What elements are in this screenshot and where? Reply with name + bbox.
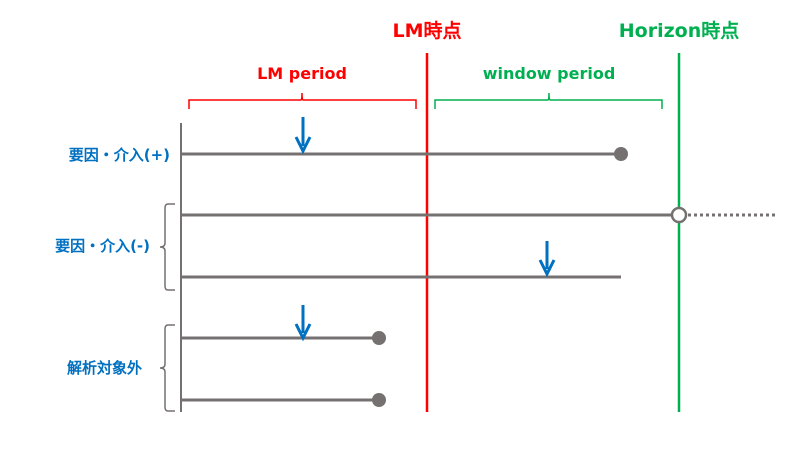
lm-period-brace: [188, 92, 417, 109]
window-period-brace: [434, 92, 663, 109]
event-dot: [372, 331, 386, 345]
group-label-negative: 要因・介入(-): [55, 237, 150, 255]
event-dot: [372, 393, 386, 407]
intervention-arrow-icon: [538, 241, 556, 278]
window-period-label: window period: [483, 64, 616, 83]
horizon-point-title: Horizon時点: [619, 20, 739, 42]
lm-point-title: LM時点: [392, 20, 461, 42]
group-label-positive: 要因・介入(+): [69, 146, 170, 164]
negative-group-brace: [159, 203, 175, 291]
event-dot: [614, 147, 628, 161]
group-label-excluded: 解析対象外: [67, 359, 142, 377]
censored-circle: [670, 206, 688, 224]
excluded-group-brace: [159, 324, 175, 412]
intervention-arrow-icon: [294, 305, 312, 342]
lm-period-label: LM period: [257, 64, 347, 83]
intervention-arrow-icon: [294, 117, 312, 155]
